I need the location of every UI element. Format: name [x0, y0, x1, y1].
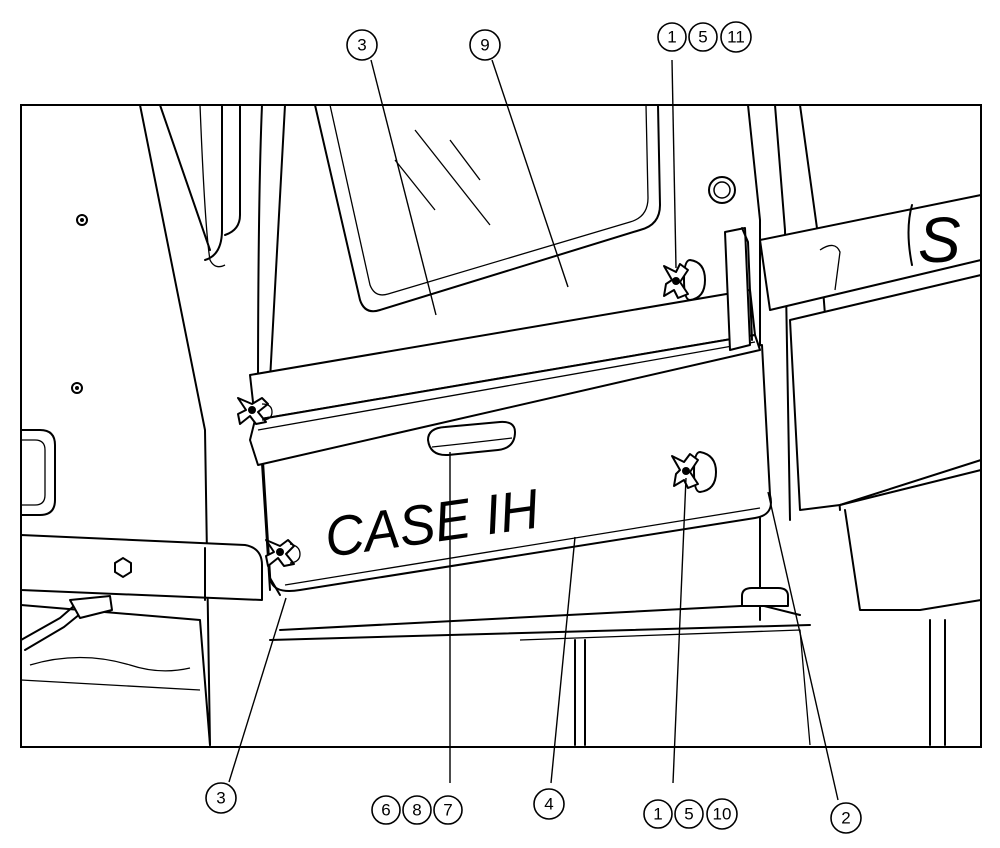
callout-number: 4	[544, 795, 553, 814]
hex-bolt	[114, 556, 132, 579]
callout-top-3: 3	[346, 29, 378, 61]
callout-number: 1	[653, 805, 662, 824]
callout-number: 3	[216, 789, 225, 808]
callout-number: 9	[480, 36, 489, 55]
callout-bottom-3: 3	[205, 782, 237, 814]
callout-number: 2	[841, 809, 850, 828]
wing-nut-panel-left	[265, 539, 301, 567]
callout-number: 7	[443, 801, 452, 820]
callout-number: 10	[713, 805, 732, 824]
panel-handle	[427, 420, 516, 457]
lower-panel	[261, 344, 772, 592]
callout-number: 1	[667, 28, 676, 47]
leader-lines	[228, 59, 839, 801]
callout-top-9: 9	[469, 29, 501, 61]
callout-number: 3	[357, 36, 366, 55]
callout-bottom-6-8-7: 6 8 7	[371, 795, 463, 825]
callout-bottom-4: 4	[533, 788, 565, 820]
callout-bottom-1-5-10: 1 5 10	[643, 798, 738, 830]
callout-number: 6	[381, 801, 390, 820]
wing-nut-rail-right	[663, 259, 706, 301]
callout-number: 8	[412, 801, 421, 820]
callout-number: 5	[698, 28, 707, 47]
illustration: S CASE IH	[20, 104, 982, 746]
wing-nut-panel-right	[671, 451, 717, 493]
partial-side-lettering: S	[918, 204, 961, 276]
wing-nut-rail-left	[237, 397, 273, 425]
callout-number: 5	[684, 805, 693, 824]
callout-bottom-2: 2	[830, 802, 862, 834]
callout-top-1-5-11: 1 5 11	[657, 21, 752, 53]
post-cap	[708, 176, 736, 204]
callout-number: 11	[727, 28, 745, 47]
